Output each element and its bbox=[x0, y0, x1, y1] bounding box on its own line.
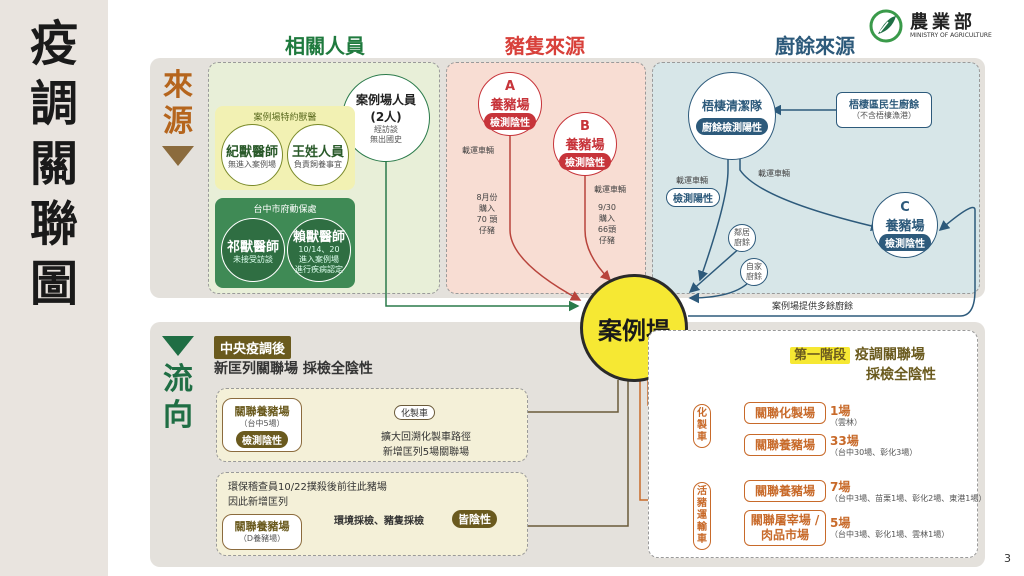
phase1-item-count: 7場 bbox=[830, 480, 851, 494]
special-vets-box: 案例場特約獸醫 紀獸醫師 無進入案例場 王姓人員 負責飼養事宜 bbox=[215, 106, 355, 190]
truck-left-label: 載運車輛 bbox=[676, 176, 708, 185]
case-farm-staff-node: 案例場人員 (2人) 經訪談 無出國史 bbox=[342, 74, 430, 162]
phase1-item-note: （台中30場、彰化3場） bbox=[830, 448, 918, 457]
extra-waste-label: 案例場提供多餘廚餘 bbox=[772, 302, 854, 312]
related-farm-1-node: 關聯養豬場 （台中5場） 檢測陰性 bbox=[222, 398, 302, 452]
central-subtitle: 新匡列關聯場 採檢全陰性 bbox=[214, 361, 373, 377]
wuqi-district-box: 梧棲區民生廚餘 （不含梧棲漁港） bbox=[836, 92, 932, 128]
truck-b-label: 載運車輛 bbox=[594, 185, 626, 194]
live-pig-vehicle-tag: 活 豬 運 輸 車 bbox=[693, 482, 711, 550]
arrow-down-icon bbox=[162, 336, 194, 356]
phase1-item-slaughterhouse: 關聯屠宰場 /肉品市場 bbox=[744, 510, 826, 546]
farm-b-purchase-note: 9/30 購入 66頭 仔豬 bbox=[597, 203, 617, 245]
arrow-down-icon bbox=[162, 146, 194, 166]
central-tag: 中央疫調後 bbox=[214, 336, 292, 359]
related-farm-2-node: 關聯養豬場 （D養豬場） bbox=[222, 514, 302, 550]
farm-b-node: B 養豬場 檢測陰性 bbox=[553, 112, 617, 176]
truck-right-label: 載運車輛 bbox=[758, 169, 790, 178]
chem-vehicle-tag: 化 製 車 bbox=[693, 404, 711, 448]
staff-wang-node: 王姓人員 負責飼養事宜 bbox=[287, 124, 349, 186]
chem-truck-label: 化製車 bbox=[394, 405, 436, 420]
phase1-title: 第一階段 疫調關聯場 bbox=[790, 344, 925, 364]
logo-english: MINISTRY OF AGRICULTURE bbox=[910, 32, 992, 39]
farm-a-node: A 養豬場 檢測陰性 bbox=[478, 72, 542, 136]
flow-side-label: 流 向 bbox=[158, 336, 198, 434]
header-waste-source: 廚餘來源 bbox=[775, 34, 855, 58]
phase1-item-pig-farm-1: 關聯養豬場 bbox=[744, 434, 826, 456]
phase1-item-pig-farm-2: 關聯養豬場 bbox=[744, 480, 826, 502]
phase1-item-note: （台中3場、彰化1場、雲林1場） bbox=[830, 530, 950, 539]
truck-left-tag: 檢測陽性 bbox=[666, 188, 720, 207]
all-negative-tag: 皆陰性 bbox=[452, 510, 497, 528]
vet-qi-node: 祁獸醫師 未接受訪談 bbox=[221, 218, 285, 282]
phase1-subtitle: 採檢全陰性 bbox=[866, 367, 936, 383]
leaf-logo-icon bbox=[869, 9, 903, 43]
epa-note: 環保稽查員10/22撲殺後前往此豬場 因此新增匡列 bbox=[228, 482, 387, 508]
own-home-waste-node: 自家 廚餘 bbox=[740, 258, 768, 286]
sampling-label: 環境採檢、豬隻採檢 bbox=[334, 516, 424, 527]
left-title-bar bbox=[0, 0, 108, 576]
cleaning-team-node: 梧棲清潔隊 廚餘檢測陽性 bbox=[688, 72, 776, 160]
logo-name: 農業部 bbox=[910, 12, 976, 33]
phase1-item-count: 33場 bbox=[830, 434, 859, 448]
page-number: 3 bbox=[1004, 552, 1011, 565]
farm-a-purchase-note: 8月份 購入 70 頭 仔豬 bbox=[476, 193, 498, 235]
city-gov-box: 台中市府動保處 祁獸醫師 未接受訪談 賴獸醫師 10/14、20 進入案例場 進… bbox=[215, 198, 355, 288]
phase1-item-note: （雲林） bbox=[830, 418, 862, 427]
header-pig-source: 豬隻來源 bbox=[505, 34, 585, 58]
expand-note: 擴大回溯化製車路徑 新增匡列5場關聯場 bbox=[381, 432, 471, 458]
vet-ji-node: 紀獸醫師 無進入案例場 bbox=[221, 124, 283, 186]
phase1-item-chem-plant: 關聯化製場 bbox=[744, 402, 826, 424]
truck-a-label: 載運車輛 bbox=[462, 146, 494, 155]
phase1-item-note: （台中3場、苗栗1場、彰化2場、東港1場） bbox=[830, 494, 987, 503]
vet-lai-node: 賴獸醫師 10/14、20 進入案例場 進行疾病認定 bbox=[287, 218, 351, 282]
phase1-item-count: 5場 bbox=[830, 516, 851, 530]
header-people: 相關人員 bbox=[285, 34, 365, 58]
logo: 農業部 MINISTRY OF AGRICULTURE bbox=[868, 8, 1018, 44]
phase1-item-count: 1場 bbox=[830, 404, 851, 418]
neighbor-waste-node: 鄰居 廚餘 bbox=[728, 224, 756, 252]
farm-c-node: C 養豬場 檢測陰性 bbox=[872, 192, 938, 258]
source-side-label: 來 源 bbox=[158, 68, 198, 166]
vertical-title: 疫 調 關 聯 圖 bbox=[29, 16, 78, 312]
